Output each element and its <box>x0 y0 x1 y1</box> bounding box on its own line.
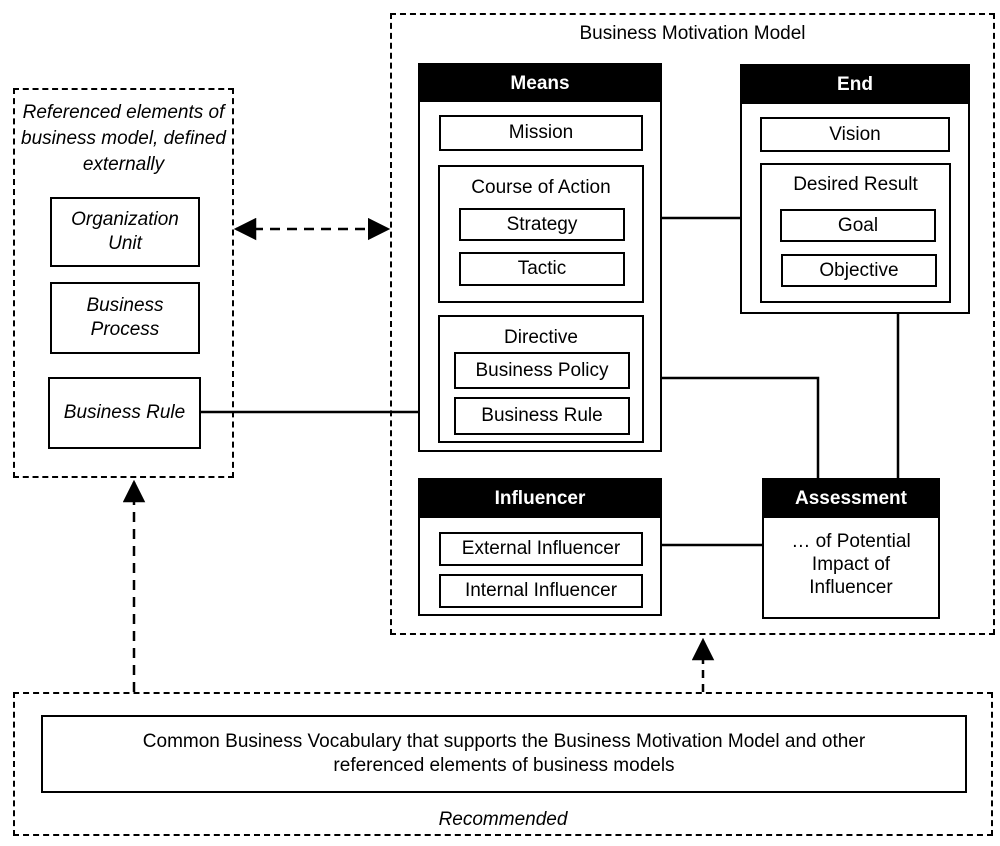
tactic-box: Tactic <box>459 252 625 286</box>
directive-label: Directive <box>504 327 578 348</box>
means-box: Means Mission Course of Action Strategy … <box>418 63 662 452</box>
business-process-box: Business Process <box>50 282 200 354</box>
recommended-panel: Common Business Vocabulary that supports… <box>13 692 993 836</box>
recommended-caption: Recommended <box>438 809 568 830</box>
external-elements-title: Referenced elements of business model, d… <box>21 102 226 175</box>
mission-box: Mission <box>439 115 643 151</box>
business-rule-box: Business Rule <box>454 397 630 435</box>
directive-box: Directive Business Policy Business Rule <box>438 315 644 443</box>
external-business-rule-box: Business Rule <box>48 377 201 449</box>
desired-result-box: Desired Result Goal Objective <box>760 163 951 303</box>
policy-assessment-link <box>654 376 820 478</box>
influencer-header: Influencer <box>420 480 660 518</box>
business-policy-box: Business Policy <box>454 352 630 389</box>
objective-box: Objective <box>781 254 937 287</box>
assessment-header: Assessment <box>764 480 938 518</box>
end-header: End <box>742 66 968 104</box>
assessment-text: … of Potential Impact of Influencer <box>791 531 911 598</box>
internal-influencer-box: Internal Influencer <box>439 574 643 608</box>
common-vocabulary-box: Common Business Vocabulary that supports… <box>41 715 967 793</box>
goal-box: Goal <box>780 209 936 242</box>
influencer-box: Influencer External Influencer Internal … <box>418 478 662 616</box>
external-influencer-box: External Influencer <box>439 532 643 566</box>
desired-result-label: Desired Result <box>793 174 918 195</box>
means-header: Means <box>420 65 660 102</box>
strategy-box: Strategy <box>459 208 625 241</box>
bmm-panel: Business Motivation Model <box>390 13 995 635</box>
organization-unit-box: Organization Unit <box>50 197 200 267</box>
end-box: End Vision Desired Result Goal Objective <box>740 64 970 314</box>
bmm-title: Business Motivation Model <box>579 23 806 44</box>
vision-box: Vision <box>760 117 950 152</box>
assessment-box: Assessment … of Potential Impact of Infl… <box>762 478 940 619</box>
external-elements-panel: Referenced elements of business model, d… <box>13 88 234 478</box>
course-of-action-label: Course of Action <box>471 177 611 198</box>
course-of-action-box: Course of Action Strategy Tactic <box>438 165 644 303</box>
